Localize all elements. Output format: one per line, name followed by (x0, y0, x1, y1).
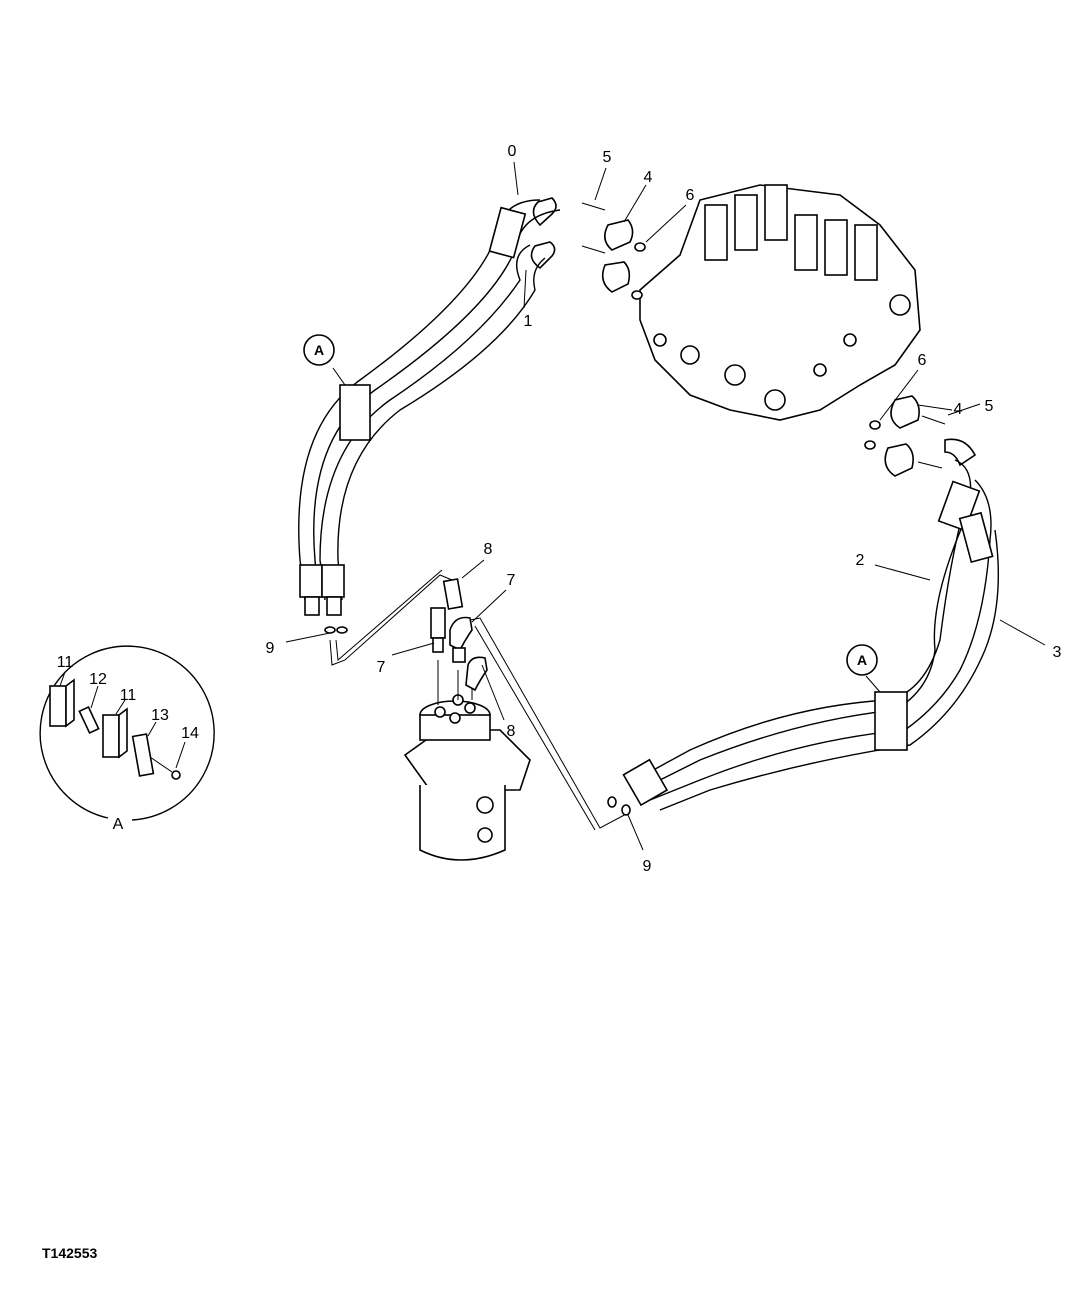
callout-0: 0 (508, 143, 517, 160)
left-hose-pair (298, 199, 561, 616)
swivel-fittings (430, 578, 488, 692)
callout-9a: 9 (266, 640, 275, 657)
callout-4b: 4 (954, 401, 963, 418)
right-hose-pair (622, 459, 1000, 811)
callout-11a: 11 (57, 654, 74, 671)
swivel-joint (403, 660, 531, 861)
callout-13: 13 (151, 707, 169, 724)
callout-8a: 8 (484, 541, 493, 558)
callout-1: 1 (524, 313, 533, 330)
callout-6a: 6 (686, 187, 695, 204)
o-rings (324, 626, 631, 816)
callout-2: 2 (856, 552, 865, 569)
upper-flange-set (530, 197, 646, 300)
callout-3: 3 (1053, 644, 1062, 661)
detail-ref-right: A (846, 644, 878, 676)
callout-14: 14 (181, 725, 199, 742)
detail-ref-left: A (303, 334, 335, 366)
detail-a-label: A (113, 816, 124, 833)
callout-8b: 8 (507, 723, 516, 740)
leader-lines (285, 161, 1046, 851)
callout-6b: 6 (918, 352, 927, 369)
detail-ref-left-letter: A (314, 342, 324, 358)
callout-9b: 9 (643, 858, 652, 875)
detail-ref-right-letter: A (857, 652, 867, 668)
callout-4a: 4 (644, 169, 653, 186)
drawing-id: T142553 (42, 1245, 97, 1261)
control-valve (639, 184, 921, 421)
callout-7a: 7 (507, 572, 516, 589)
callout-5b: 5 (985, 398, 994, 415)
callout-5a: 5 (603, 149, 612, 166)
callout-11b: 11 (120, 687, 137, 704)
callout-7b: 7 (377, 659, 386, 676)
right-flange-set (864, 395, 977, 477)
detail-a-inset: 11 12 11 13 14 A (39, 645, 215, 833)
callout-12: 12 (89, 671, 107, 688)
